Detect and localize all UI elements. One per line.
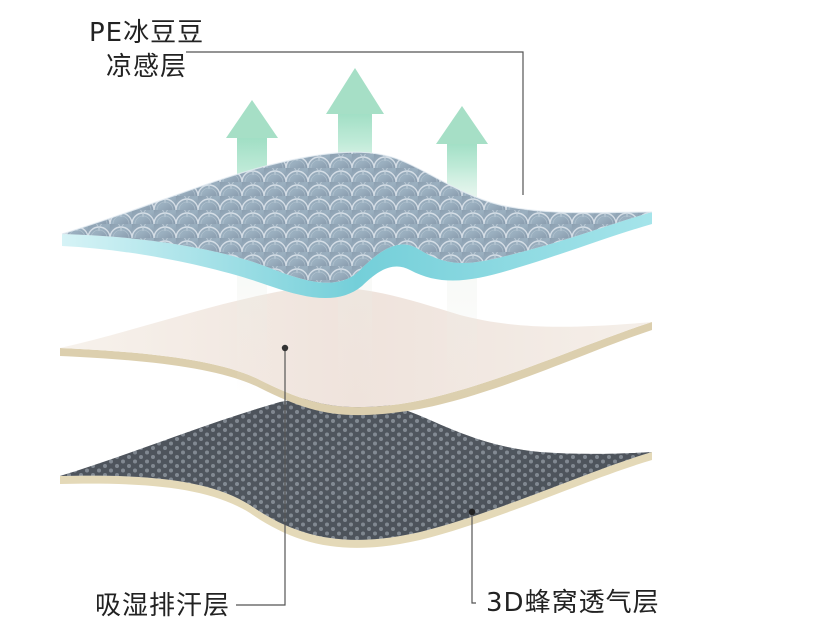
cooling-layer-label-line2: 凉感层 [89,50,204,84]
right-leader-dot [469,509,475,515]
cooling-layer-label: PE冰豆豆 凉感层 [89,16,204,84]
honeycomb-layer [60,397,652,548]
cooling-layer-label-line1: PE冰豆豆 [89,16,204,50]
cooling-layer [62,152,652,298]
honeycomb-layer-label: 3D蜂窝透气层 [486,586,660,620]
wicking-layer-label: 吸湿排汗层 [95,589,230,623]
left-leader-dot [282,345,288,351]
cooling-layer-surface [62,152,652,282]
right-leader-line [472,512,476,603]
